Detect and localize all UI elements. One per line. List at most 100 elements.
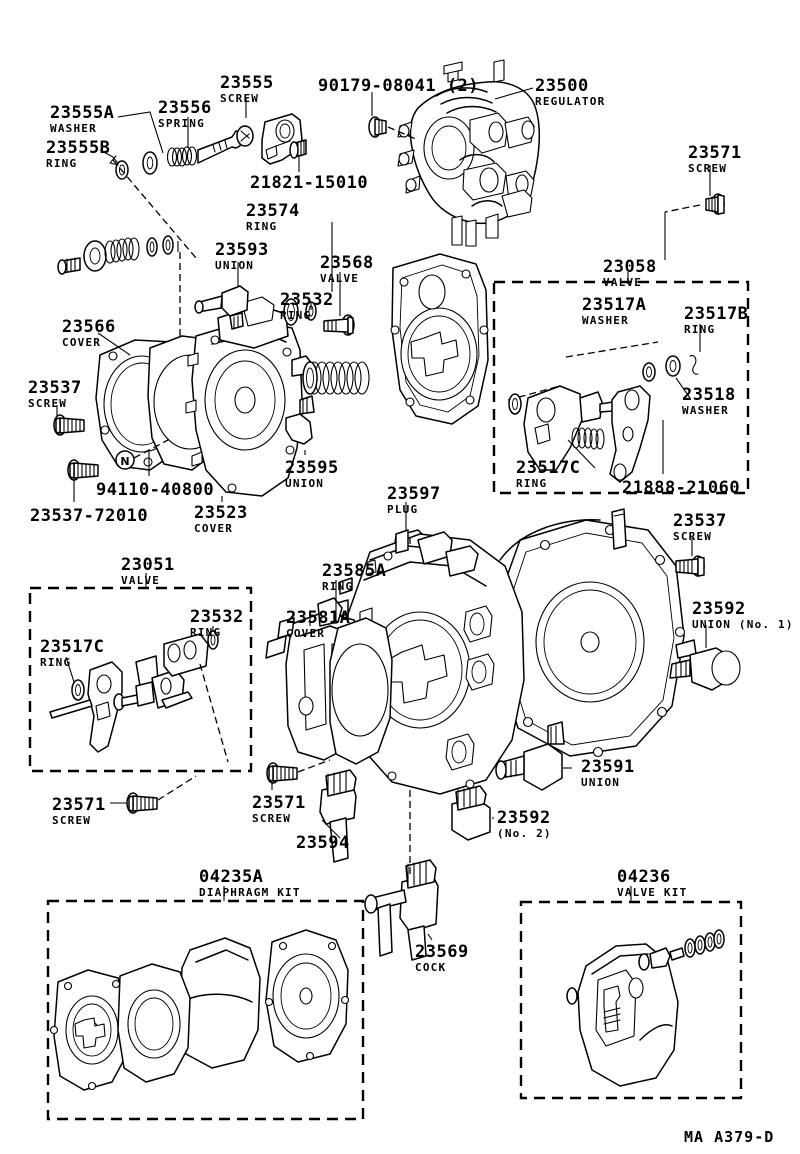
- label-subtitle: DIAPHRAGM KIT: [199, 886, 301, 899]
- label-23518-washer: 23518 WASHER: [682, 387, 736, 417]
- label-number: 23537-72010: [30, 506, 149, 526]
- box-23051: [28, 586, 253, 773]
- label-number: 23532: [280, 290, 334, 310]
- label-23568-valve: 23568 VALVE: [320, 253, 374, 285]
- label-number: 23571: [252, 793, 306, 813]
- label-23592-union-no2: 23592 (No. 2): [497, 808, 552, 840]
- box-04236: [519, 900, 743, 1100]
- label-subtitle: (No. 2): [497, 827, 552, 840]
- label-23532-ring-lower: 23532 RING: [190, 607, 244, 639]
- label-number: 23592: [692, 599, 746, 619]
- label-number: 23532: [190, 607, 244, 627]
- label-number: 21821-15010: [250, 173, 369, 193]
- screw-23571-bottom-left: [110, 792, 158, 814]
- label-subtitle: WASHER: [682, 404, 729, 417]
- label-number: 23566: [62, 317, 116, 337]
- train-upper-left: [57, 235, 179, 275]
- label-23537-72010: 23537-72010: [30, 508, 148, 525]
- label-23517C-ring-right: 23517C RING: [516, 458, 581, 490]
- part-23568-valve: [323, 314, 355, 336]
- label-04235A-diaphragm-kit: 04235A DIAPHRAGM KIT: [199, 869, 301, 899]
- label-subtitle: RING: [246, 220, 278, 233]
- part-23571-screw-top: [664, 165, 725, 260]
- svg-text:N: N: [120, 455, 129, 468]
- label-number: 23569: [415, 942, 469, 962]
- label-number: 23555B: [46, 138, 111, 158]
- group-04235A-diaphragm-kit: [49, 886, 350, 1091]
- label-number: 23571: [688, 143, 742, 163]
- label-number: 23568: [320, 253, 374, 273]
- label-number: 04236: [617, 867, 671, 887]
- label-subtitle: RING: [322, 580, 354, 593]
- label-23591-union: 23591 UNION: [581, 759, 635, 789]
- label-23517B-ring: 23517B RING: [684, 304, 749, 336]
- label-23566-cover: 23566 COVER: [62, 317, 116, 349]
- label-23556: 23556 SPRING: [158, 98, 212, 130]
- label-number: 23537: [673, 511, 727, 531]
- label-subtitle: REGULATOR: [535, 95, 606, 108]
- label-number: 23517C: [40, 637, 105, 657]
- label-23592-union-no1: 23592 UNION (No. 1): [692, 599, 794, 631]
- label-23532-ring-upper: 23532 RING: [280, 290, 334, 322]
- label-number: 23571: [52, 795, 106, 815]
- label-23571-screw-mid: 23571 SCREW: [252, 793, 306, 825]
- label-23517A-washer: 23517A WASHER: [582, 295, 647, 327]
- label-subtitle: PLUG: [387, 503, 419, 516]
- label-23593-union: 23593 UNION: [215, 242, 269, 272]
- label-number: 23555A: [50, 103, 115, 123]
- label-23569-cock: 23569 COCK: [415, 942, 469, 974]
- label-number: 23581A: [286, 608, 351, 628]
- label-23581A-cover: 23581A COVER: [286, 608, 351, 640]
- label-23585A-ring: 23585A RING: [322, 563, 386, 593]
- label-subtitle: VALVE: [320, 272, 360, 285]
- group-23555-assembly: [99, 97, 307, 259]
- label-23571-screw-left: 23571 SCREW: [52, 795, 106, 827]
- label-23523-cover: 23523 COVER: [194, 505, 248, 535]
- box-23058: [492, 280, 750, 495]
- part-diaphragm-cover-center: [390, 253, 489, 425]
- label-subtitle: SPRING: [158, 117, 205, 130]
- part-23592-union-no2: [451, 785, 494, 841]
- label-number: 21888-21060: [622, 478, 741, 498]
- label-number: 23597: [387, 484, 441, 504]
- label-number: 23500: [535, 76, 589, 96]
- label-subtitle: COVER: [286, 627, 326, 640]
- part-23591-union: [495, 721, 572, 791]
- label-23051-valve: 23051 VALVE: [121, 557, 175, 587]
- label-94110-40800: 94110-40800: [96, 482, 214, 499]
- label-subtitle: UNION: [285, 477, 325, 490]
- group-04236-valve-kit: [566, 886, 725, 1087]
- screw-23537-left: [53, 414, 85, 436]
- label-subtitle: COVER: [62, 336, 102, 349]
- label-subtitle: WASHER: [50, 122, 97, 135]
- sheet-code: MA A379-D: [684, 1128, 775, 1146]
- label-number: 23517C: [516, 458, 581, 478]
- label-subtitle: COCK: [415, 961, 447, 974]
- box-04235A: [46, 899, 365, 1121]
- label-number: 23537: [28, 378, 82, 398]
- bolt-21821: [289, 139, 307, 159]
- label-23594: 23594: [296, 835, 350, 852]
- label-number: 23556: [158, 98, 212, 118]
- label-subtitle: SCREW: [28, 397, 68, 410]
- label-23571-top: 23571 SCREW: [688, 143, 742, 175]
- label-23537-screw-left: 23537 SCREW: [28, 378, 82, 410]
- group-23051-valve-parts: [49, 573, 229, 763]
- label-subtitle: RING: [684, 323, 716, 336]
- label-subtitle: COVER: [194, 522, 234, 535]
- label-23555B: 23555B RING: [46, 138, 111, 170]
- label-subtitle: VALVE KIT: [617, 886, 688, 899]
- label-subtitle: RING: [280, 309, 312, 322]
- label-subtitle: SCREW: [252, 812, 292, 825]
- label-number: 23517B: [684, 304, 749, 324]
- label-number: 90179-08041 (2): [318, 76, 480, 96]
- label-subtitle: VALVE: [121, 574, 161, 587]
- bolt-90179-08041: [368, 116, 387, 138]
- label-number: 23517A: [582, 295, 647, 315]
- label-subtitle: SCREW: [52, 814, 92, 827]
- label-number: 23592: [497, 808, 551, 828]
- label-21821-15010: 21821-15010: [250, 175, 368, 192]
- label-subtitle: VALVE: [603, 276, 643, 289]
- label-23058-valve: 23058 VALVE: [603, 259, 657, 289]
